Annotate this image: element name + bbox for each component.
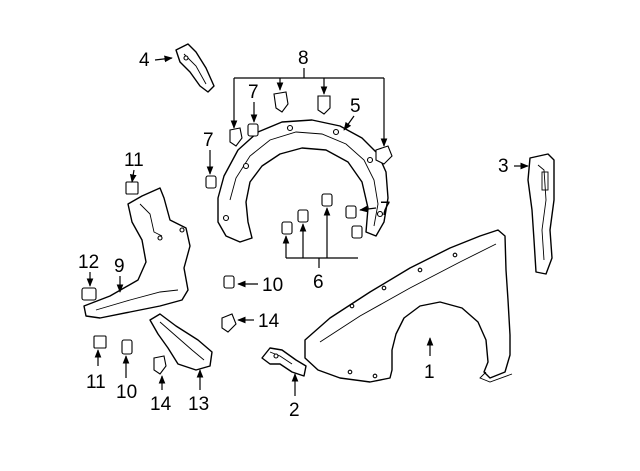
lower-shield-part — [149, 313, 213, 371]
callout-10-bottom: 10 — [116, 382, 137, 403]
callout-11-bottom: 11 — [86, 372, 106, 393]
callout-11-top: 11 — [124, 150, 144, 171]
callout-3: 3 — [498, 156, 509, 177]
side-bracket-part — [527, 153, 555, 275]
upper-bracket-part — [175, 43, 215, 93]
bracket-part — [261, 347, 307, 377]
callout-2: 2 — [289, 400, 300, 421]
bolt-fasteners — [281, 193, 333, 235]
callout-14-bottom: 14 — [150, 394, 172, 415]
clip-12-fastener — [81, 287, 97, 301]
callout-9: 9 — [114, 256, 125, 277]
wheel-liner-part — [217, 119, 389, 243]
callout-5: 5 — [350, 96, 361, 117]
clip-fasteners — [229, 91, 393, 165]
callout-10-right: 10 — [262, 275, 283, 296]
screw-fasteners — [205, 123, 363, 239]
callout-7-left: 7 — [203, 130, 214, 151]
callout-7-top: 7 — [248, 82, 259, 103]
splash-shield-part — [83, 187, 191, 319]
callout-12: 12 — [78, 252, 99, 273]
bolt-10-fasteners — [121, 275, 235, 355]
callout-1: 1 — [424, 362, 435, 383]
nut-fasteners — [93, 181, 139, 349]
callout-7-right: 7 — [380, 199, 391, 220]
pushpin-fasteners — [153, 313, 237, 375]
callout-8: 8 — [298, 48, 309, 69]
fender-part — [304, 229, 513, 383]
callout-14-right: 14 — [258, 311, 280, 332]
callout-4: 4 — [139, 50, 150, 71]
callout-6: 6 — [313, 272, 324, 293]
leader-lines — [86, 55, 529, 396]
callout-13: 13 — [188, 394, 209, 415]
